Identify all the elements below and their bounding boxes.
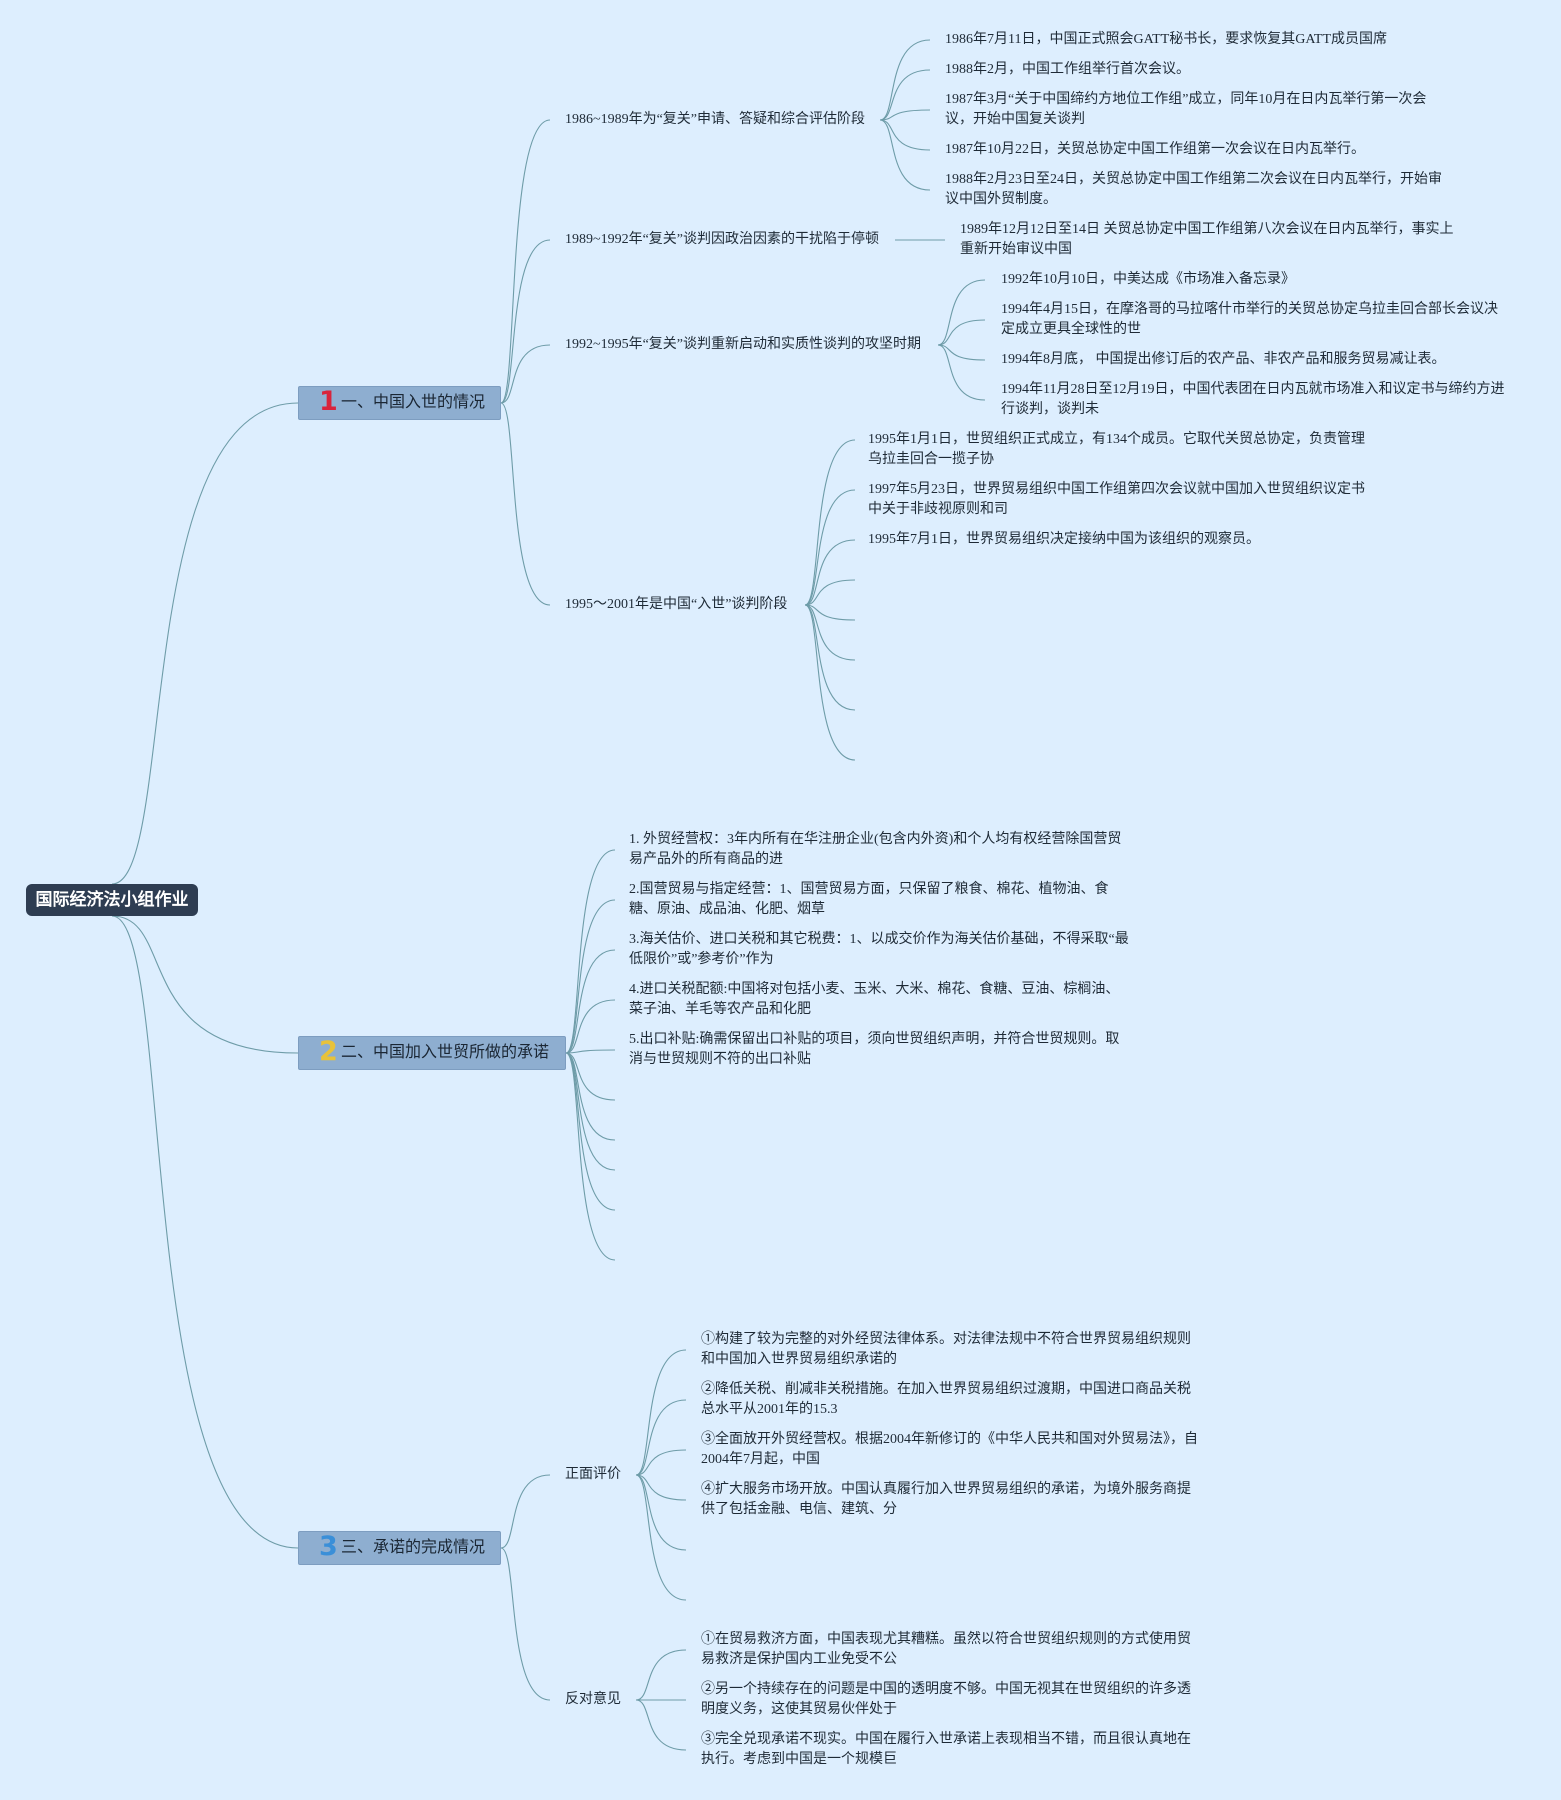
link-sub11-leaf-5 <box>879 119 931 191</box>
subtopic-3-1[interactable]: 正面评价 <box>565 1467 621 1482</box>
link-sub11-leaf-4 <box>879 119 931 151</box>
leaf-3-1-4[interactable]: ④扩大服务市场开放。中国认真履行加入世界贸易组织的承诺，为境外服务商提供了包括金… <box>701 1482 1191 1517</box>
leaf-1-2-1[interactable]: 1989年12月12日至14日 关贸总协定中国工作组第八次会议在日内瓦举行，事实… <box>960 222 1454 257</box>
link-branch3-sub-1 <box>500 1474 551 1549</box>
subtopic-1-2[interactable]: 1989~1992年“复关”谈判因政治因素的干扰陷于停顿 <box>565 232 880 247</box>
leaf-3-1-2[interactable]: ②降低关税、削减非关税措施。在加入世界贸易组织过渡期，中国进口商品关税总水平从2… <box>701 1382 1191 1417</box>
link-branch2-leaf-5 <box>565 1049 616 1054</box>
link-sub13-leaf-1 <box>937 279 986 346</box>
branch-label-3: 三、承诺的完成情况 <box>341 1539 486 1556</box>
link-sub14-leaf-4 <box>804 579 856 606</box>
link-sub13-leaf-3 <box>937 344 986 361</box>
leaf-1-4-2[interactable]: 1997年5月23日，世界贸易组织中国工作组第四次会议就中国加入世贸组织议定书中… <box>868 482 1365 517</box>
link-branch2-leaf-1 <box>565 849 616 1054</box>
leaf-2-3[interactable]: 3.海关估价、进口关税和其它税费：1、以成交价作为海关估价基础，不得采取“最低限… <box>629 932 1129 967</box>
leaf-2-1[interactable]: 1. 外贸经营权：3年内所有在华注册企业(包含内外资)和个人均有权经营除国营贸易… <box>629 832 1122 867</box>
branch-number-3: 3 <box>319 1531 338 1562</box>
link-root-branch-3 <box>111 915 299 1549</box>
link-sub11-leaf-2 <box>879 69 931 121</box>
link-sub14-leaf-3 <box>804 539 856 606</box>
link-branch2-leaf-2 <box>565 899 616 1054</box>
branch-label-2: 二、中国加入世贸所做的承诺 <box>341 1044 550 1061</box>
link-sub14-leaf-2 <box>804 489 856 606</box>
leaf-3-2-2[interactable]: ②另一个持续存在的问题是中国的透明度不够。中国无视其在世贸组织的许多透明度义务，… <box>701 1682 1191 1717</box>
link-sub31-leaf-4 <box>635 1474 687 1501</box>
link-branch1-sub-1 <box>500 119 551 404</box>
subtopic-1-3[interactable]: 1992~1995年“复关”谈判重新启动和实质性谈判的攻坚时期 <box>565 337 922 352</box>
branch-number-1: 1 <box>319 386 338 417</box>
link-sub31-leaf-3 <box>635 1449 687 1476</box>
link-sub32-leaf-1 <box>635 1649 687 1701</box>
subtopic-1-4[interactable]: 1995～2001年是中国“入世”谈判阶段 <box>565 597 788 612</box>
link-branch1-sub-2 <box>500 239 551 404</box>
link-sub31-leaf-1 <box>635 1349 687 1476</box>
link-sub13-leaf-2 <box>937 319 986 346</box>
link-branch1-sub-4 <box>500 402 551 606</box>
leaf-1-1-1[interactable]: 1986年7月11日，中国正式照会GATT秘书长，要求恢复其GATT成员国席 <box>945 32 1388 47</box>
leaf-1-3-3[interactable]: 1994年8月底， 中国提出修订后的农产品、非农产品和服务贸易减让表。 <box>1001 352 1446 367</box>
link-branch2-leaf-6 <box>565 1052 616 1101</box>
link-sub13-leaf-4 <box>937 344 986 401</box>
link-sub31-leaf-2 <box>635 1399 687 1476</box>
branch-label-1: 一、中国入世的情况 <box>341 394 486 411</box>
leaf-3-2-3[interactable]: ③完全兑现承诺不现实。中国在履行入世承诺上表现相当不错，而且很认真地在执行。考虑… <box>701 1732 1191 1767</box>
link-root-branch-1 <box>111 402 299 885</box>
leaf-1-1-2[interactable]: 1988年2月，中国工作组举行首次会议。 <box>945 62 1190 77</box>
subtopic-1-1[interactable]: 1986~1989年为“复关”申请、答疑和综合评估阶段 <box>565 112 866 127</box>
leaf-1-1-5[interactable]: 1988年2月23日至24日，关贸总协定中国工作组第二次会议在日内瓦举行，开始审… <box>945 172 1442 207</box>
link-sub31-leaf-6 <box>635 1474 687 1601</box>
link-branch2-leaf-4 <box>565 999 616 1054</box>
link-branch3-sub-2 <box>500 1547 551 1701</box>
leaf-1-3-4[interactable]: 1994年11月28日至12月19日，中国代表团在日内瓦就市场准入和议定书与缔约… <box>1001 382 1505 417</box>
link-sub11-leaf-3 <box>879 109 931 121</box>
leaf-3-1-1[interactable]: ①构建了较为完整的对外经贸法律体系。对法律法规中不符合世界贸易组织规则和中国加入… <box>701 1332 1191 1367</box>
link-branch2-leaf-3 <box>565 949 616 1054</box>
leaf-2-2[interactable]: 2.国营贸易与指定经营：1、国营贸易方面，只保留了粮食、棉花、植物油、食糖、原油… <box>629 882 1109 917</box>
link-sub11-leaf-1 <box>879 39 931 121</box>
leaf-1-4-3[interactable]: 1995年7月1日，世界贸易组织决定接纳中国为该组织的观察员。 <box>868 532 1260 547</box>
link-branch2-leaf-10 <box>565 1052 616 1261</box>
link-sub31-leaf-5 <box>635 1474 687 1551</box>
link-sub14-leaf-8 <box>804 604 856 761</box>
leaf-1-3-2[interactable]: 1994年4月15日，在摩洛哥的马拉喀什市举行的关贸总协定乌拉圭回合部长会议决定… <box>1001 302 1498 337</box>
link-root-branch-2 <box>111 915 299 1054</box>
link-sub32-leaf-3 <box>635 1699 687 1751</box>
leaf-1-3-1[interactable]: 1992年10月10日，中美达成《市场准入备忘录》 <box>1001 272 1295 287</box>
leaf-3-2-1[interactable]: ①在贸易救济方面，中国表现尤其糟糕。虽然以符合世贸组织规则的方式使用贸易救济是保… <box>701 1632 1191 1667</box>
branch-number-2: 2 <box>319 1036 338 1067</box>
leaf-1-1-3[interactable]: 1987年3月“关于中国缔约方地位工作组”成立，同年10月在日内瓦举行第一次会议… <box>945 92 1427 127</box>
leaf-1-4-1[interactable]: 1995年1月1日，世贸组织正式成立，有134个成员。它取代关贸总协定，负责管理… <box>868 432 1365 467</box>
leaf-2-4[interactable]: 4.进口关税配额:中国将对包括小麦、玉米、大米、棉花、食糖、豆油、棕榈油、菜子油… <box>629 982 1120 1017</box>
link-sub14-leaf-6 <box>804 604 856 661</box>
link-sub14-leaf-5 <box>804 604 856 621</box>
link-branch1-sub-3 <box>500 344 551 404</box>
leaf-2-5[interactable]: 5.出口补贴:确需保留出口补贴的项目，须向世贸组织声明，并符合世贸规则。取消与世… <box>629 1032 1120 1067</box>
link-sub14-leaf-1 <box>804 439 856 606</box>
root-topic[interactable]: 国际经济法小组作业 <box>26 884 198 916</box>
leaf-3-1-3[interactable]: ③全面放开外贸经营权。根据2004年新修订的《中华人民共和国对外贸易法》，自20… <box>701 1432 1198 1467</box>
leaf-1-1-4[interactable]: 1987年10月22日，关贸总协定中国工作组第一次会议在日内瓦举行。 <box>945 142 1365 157</box>
subtopic-3-2[interactable]: 反对意见 <box>565 1692 621 1707</box>
